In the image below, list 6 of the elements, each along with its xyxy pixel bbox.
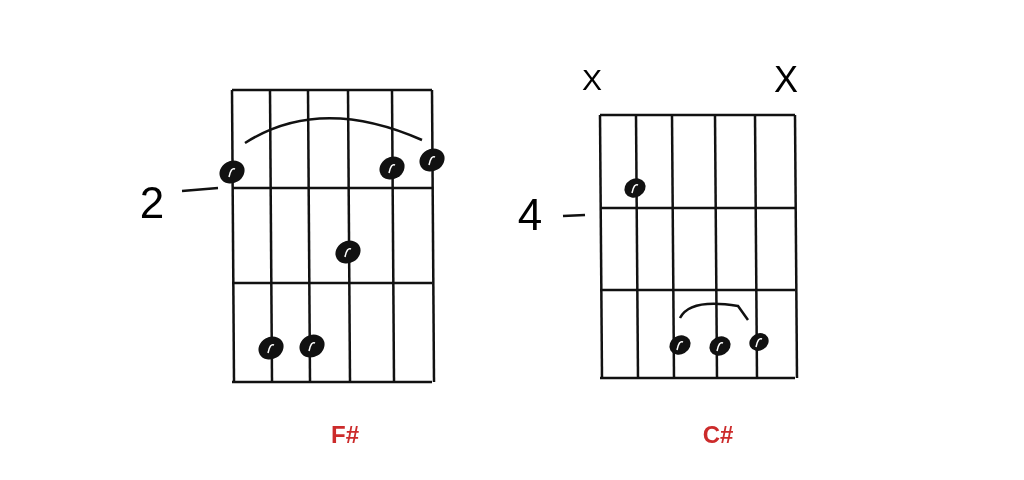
muted-string-mark: X	[582, 65, 602, 95]
fret-number: 4	[517, 193, 543, 237]
chord-name: F#	[331, 423, 359, 447]
chord-name: C#	[702, 423, 734, 447]
muted-string-mark: X	[774, 62, 798, 98]
fret-number: 2	[139, 181, 165, 225]
